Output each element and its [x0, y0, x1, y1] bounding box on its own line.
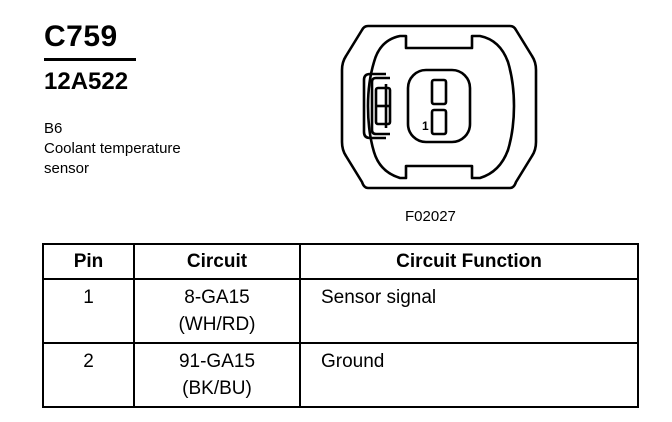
- table-row: 1 8-GA15 (WH/RD) Sensor signal: [42, 278, 639, 344]
- circuit-number: 8-GA15: [184, 287, 250, 308]
- pin-cell: 1: [42, 278, 135, 344]
- pin-circuit-table: Pin Circuit Circuit Function 1 8-GA15 (W…: [42, 243, 639, 408]
- connector-face-diagram: 1: [340, 24, 538, 190]
- figure-reference: F02027: [405, 208, 456, 225]
- connector-description: B6 Coolant temperature sensor: [44, 119, 181, 179]
- pin-cavity-2: [430, 78, 448, 106]
- part-number: 12A522: [44, 68, 129, 95]
- connector-inner-shell: [366, 34, 516, 180]
- connector-latch: [362, 72, 386, 140]
- pin-cavity-housing: [406, 68, 472, 144]
- title-underline: [44, 58, 136, 61]
- function-cell: Ground: [299, 342, 639, 408]
- description-line: sensor: [44, 160, 90, 177]
- connector-housing-outline: [340, 24, 538, 190]
- table-row: 2 91-GA15 (BK/BU) Ground: [42, 342, 639, 408]
- function-cell: Sensor signal: [299, 278, 639, 344]
- description-line: B6: [44, 120, 63, 137]
- wire-color: (WH/RD): [178, 314, 256, 335]
- header-circuit: Circuit: [133, 243, 301, 280]
- circuit-cell: 91-GA15 (BK/BU): [133, 342, 301, 408]
- wire-color: (BK/BU): [182, 378, 252, 399]
- pin-cell: 2: [42, 342, 135, 408]
- pin-1-marker: 1: [422, 119, 429, 133]
- header-circuit-function: Circuit Function: [299, 243, 639, 280]
- description-line: Coolant temperature: [44, 140, 181, 157]
- circuit-number: 91-GA15: [178, 351, 256, 372]
- connector-id: C759: [44, 20, 118, 53]
- circuit-cell: 8-GA15 (WH/RD): [133, 278, 301, 344]
- table-header-row: Pin Circuit Circuit Function: [42, 243, 639, 280]
- pin-cavity-1: [430, 108, 448, 136]
- header-pin: Pin: [42, 243, 135, 280]
